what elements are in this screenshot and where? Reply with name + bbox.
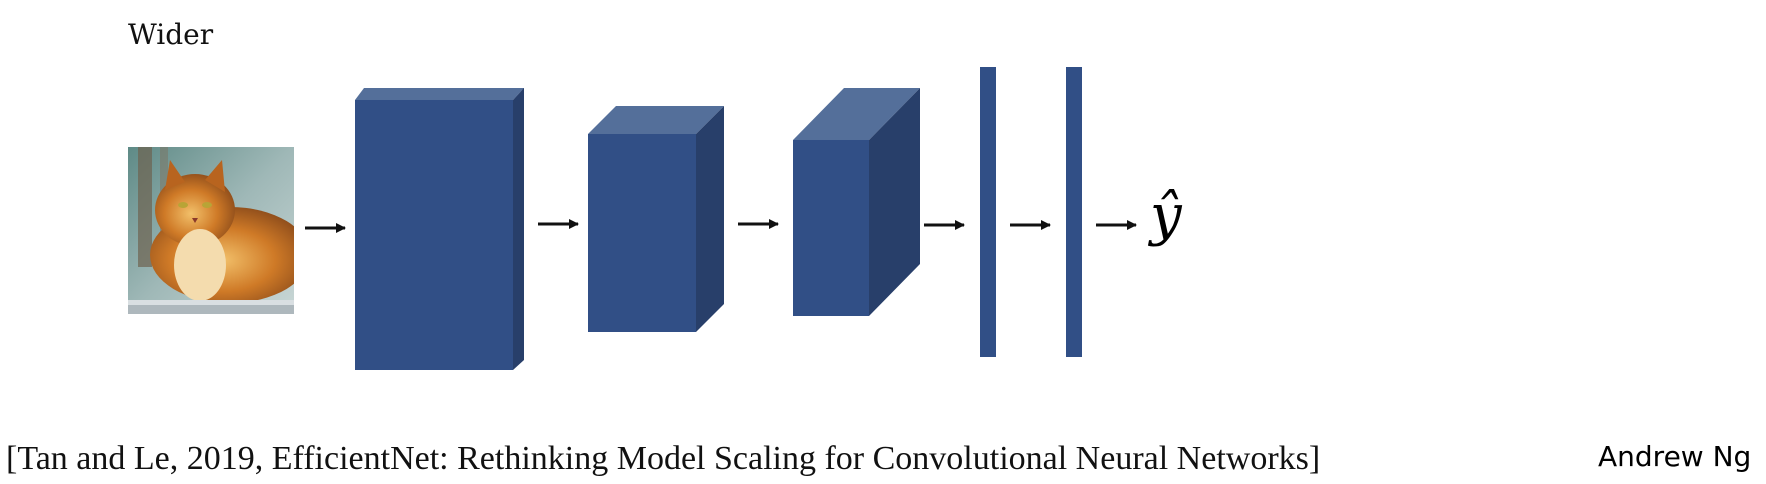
conv-block-3 <box>793 88 920 316</box>
dense-layer-2 <box>1066 67 1082 357</box>
diagram-heading: Wider <box>128 18 214 51</box>
author-signature: Andrew Ng <box>1598 440 1752 473</box>
dense-layer-1 <box>980 67 996 357</box>
cat-photo-icon <box>128 147 294 314</box>
conv-block-1 <box>355 88 524 370</box>
conv-block-2 <box>588 106 724 332</box>
citation: [Tan and Le, 2019, EfficientNet: Rethink… <box>6 440 1321 477</box>
output-label: ŷ <box>1150 183 1182 248</box>
